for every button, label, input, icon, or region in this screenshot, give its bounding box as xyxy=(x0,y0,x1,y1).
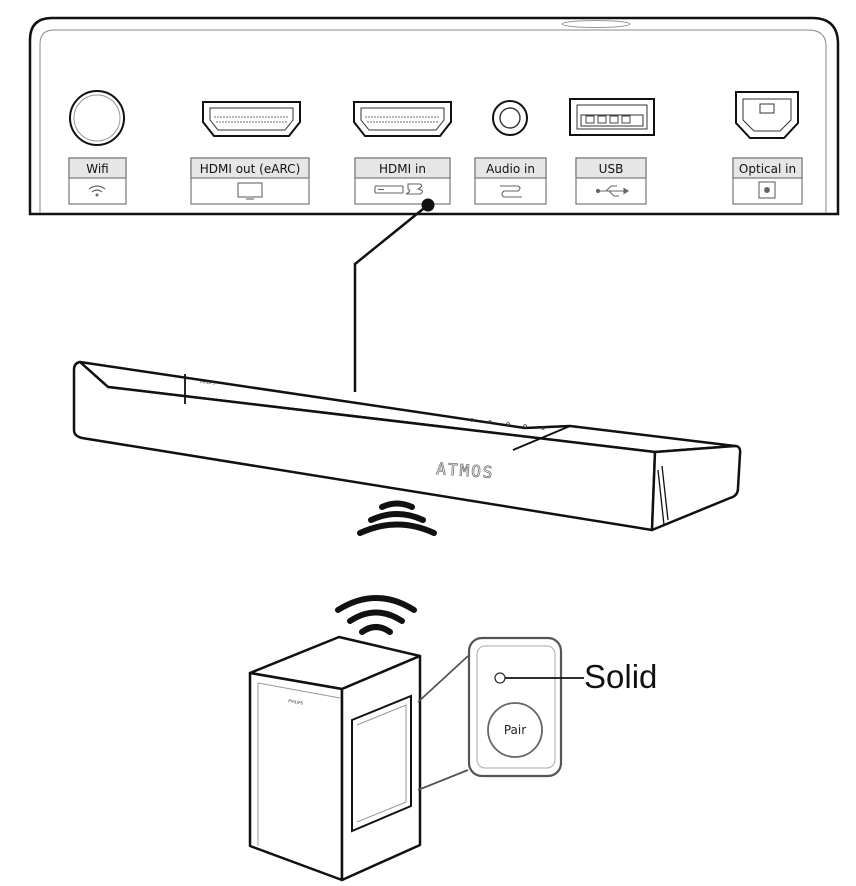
soundbar-controls xyxy=(470,418,545,430)
soundbar-display: ATMOS xyxy=(436,459,495,482)
tv-icon xyxy=(237,182,263,200)
audio-plug-icon xyxy=(500,185,522,198)
wifi-icon xyxy=(88,185,106,197)
bluray-player-icon xyxy=(374,183,424,195)
hdmi-in-port: HDMI in xyxy=(353,101,452,205)
subwoofer-brand: PHILIPS xyxy=(288,698,304,706)
optical-in-port: Optical in xyxy=(732,91,803,205)
subwoofer-callout: Pair xyxy=(467,636,563,778)
audio-in-label: Audio in xyxy=(486,162,535,176)
led-status-label: Solid xyxy=(584,658,657,695)
soundbar: PHILIPS ATMOS xyxy=(72,360,742,532)
optical-in-label: Optical in xyxy=(739,162,796,176)
optical-icon xyxy=(758,181,776,199)
hdmi-in-label: HDMI in xyxy=(379,162,426,176)
audio-jack xyxy=(492,100,528,136)
pairing-led xyxy=(494,672,506,684)
hdmi-out-label: HDMI out (eARC) xyxy=(200,162,301,176)
wireless-signal-down-icon xyxy=(357,500,437,536)
hdmi-cable xyxy=(353,198,435,392)
wireless-signal-up-icon xyxy=(335,595,417,635)
audio-in-port: Audio in xyxy=(474,100,547,205)
usb-port: USB xyxy=(569,98,655,205)
wifi-antenna-connector xyxy=(69,90,125,146)
wifi-label: Wifi xyxy=(86,162,109,176)
wifi-port: Wifi xyxy=(68,90,127,205)
subwoofer: PHILIPS xyxy=(248,635,422,882)
usb-label: USB xyxy=(599,162,624,176)
hdmi-out-port: HDMI out (eARC) xyxy=(190,101,310,205)
soundbar-brand: PHILIPS xyxy=(200,379,216,386)
pair-button: Pair xyxy=(487,702,543,758)
pair-button-label: Pair xyxy=(504,723,526,737)
callout-lines xyxy=(417,655,469,791)
usb-icon xyxy=(595,185,630,197)
